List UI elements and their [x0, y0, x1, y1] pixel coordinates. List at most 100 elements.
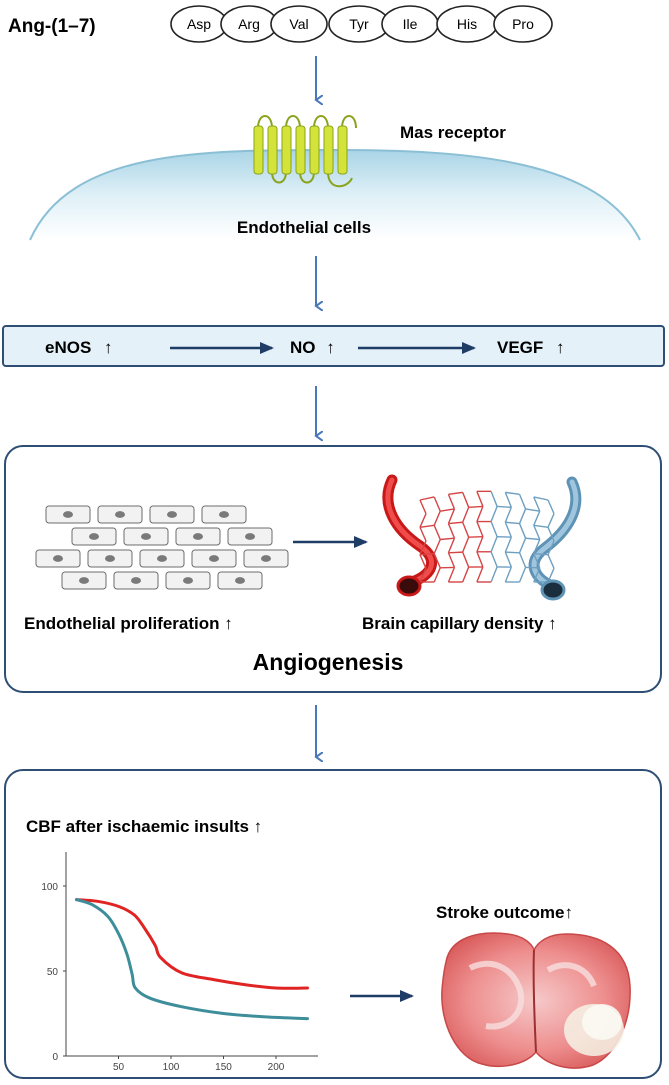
capillary-segment — [504, 551, 512, 568]
capillary-segment — [433, 553, 441, 569]
residue-tyr: Tyr — [349, 16, 369, 32]
brain-capillary-density-label: Brain capillary density ↑ — [362, 614, 557, 633]
endothelial-cell-icon — [61, 571, 107, 590]
enos-label: eNOS ↑ — [45, 338, 113, 357]
capillary-segment — [476, 521, 484, 537]
capillary-segment — [547, 527, 555, 542]
capillary-segment — [518, 494, 527, 510]
capillary-segment — [497, 535, 512, 538]
residue-arg: Arg — [238, 16, 260, 32]
endothelial-cell-icon — [227, 527, 273, 546]
x-tick-label: 200 — [268, 1062, 285, 1073]
vegf-up-mark: ↑ — [556, 338, 565, 357]
endothelial-cell-icon — [165, 571, 211, 590]
capillary-segment — [533, 496, 541, 512]
signaling-bar — [2, 325, 665, 367]
capillary-segment — [533, 525, 541, 540]
capillary-segment — [533, 567, 541, 583]
capillary-segment — [476, 536, 484, 553]
capillary-segment — [419, 527, 427, 542]
x-tick-label: 50 — [113, 1062, 125, 1073]
capillary-segment — [490, 506, 498, 522]
capillary-segment — [533, 539, 541, 554]
capillary-segment — [462, 551, 470, 568]
capillary-segment — [419, 568, 427, 583]
no-name: NO — [290, 338, 316, 357]
capillary-segment — [462, 507, 470, 523]
enos-name: eNOS — [45, 338, 91, 357]
capillary-segment — [433, 539, 441, 554]
capillary-segment — [462, 492, 470, 508]
capillary-segment — [547, 499, 555, 514]
capillary-segment — [504, 521, 512, 538]
capillary-segment — [490, 551, 498, 568]
capillary-segment — [518, 552, 527, 568]
capillary-segment — [419, 496, 435, 501]
endothelial-cell-membrane — [30, 150, 640, 240]
capillary-segment — [440, 508, 455, 512]
endothelial-cell-icon — [175, 527, 221, 546]
capillary-segment — [476, 566, 484, 583]
capillary-segment — [504, 492, 512, 508]
capillary-segment — [490, 491, 498, 507]
no-up-mark: ↑ — [326, 338, 335, 357]
vegf-name: VEGF — [497, 338, 543, 357]
capillary-segment — [433, 567, 441, 583]
capillary-segment — [505, 521, 520, 525]
capillary-segment — [533, 553, 541, 569]
endothelial-cell-icon — [113, 571, 159, 590]
capillary-segment — [419, 499, 427, 514]
endothelial-cell-icon — [139, 549, 185, 568]
no-label: NO ↑ — [290, 338, 335, 357]
capillary-segment — [518, 537, 527, 554]
capillary-segment — [447, 567, 456, 583]
y-tick-label: 0 — [52, 1052, 58, 1063]
capillary-segment — [497, 505, 512, 509]
cbf-series-line-1 — [75, 898, 309, 990]
vegf-label: VEGF ↑ — [497, 338, 565, 357]
capillary-segment — [547, 554, 555, 569]
cbf-label: CBF after ischaemic insults ↑ — [26, 817, 262, 836]
residue-ellipse — [493, 5, 553, 43]
residue-val: Val — [289, 16, 308, 32]
angiogenesis-title: Angiogenesis — [253, 649, 404, 675]
y-tick-label: 50 — [47, 967, 59, 978]
capillary-segment — [462, 536, 470, 553]
endothelial-cells-label: Endothelial cells — [237, 218, 371, 237]
capillary-segment — [490, 521, 498, 537]
capillary-segment — [419, 513, 427, 528]
capillary-segment — [476, 506, 484, 522]
capillary-segment — [433, 496, 441, 512]
capillary-segment — [448, 521, 463, 525]
capillary-segment — [462, 566, 470, 583]
capillary-segment — [547, 568, 555, 583]
peptide-label: Ang-(1–7) — [8, 16, 96, 37]
capillary-network-illustration — [382, 474, 582, 601]
endothelial-cell-icon — [201, 505, 247, 524]
cell-membrane-edge — [29, 148, 641, 241]
endothelial-cell-icon — [87, 549, 133, 568]
endothelial-cell-icon — [149, 505, 195, 524]
capillary-segment — [547, 540, 555, 555]
capillary-segment — [504, 566, 512, 583]
capillary-segment — [462, 521, 470, 538]
residue-his: His — [457, 16, 477, 32]
capillary-segment — [440, 537, 455, 541]
capillary-segment — [518, 508, 527, 524]
capillary-segment — [504, 507, 512, 523]
capillary-segment — [525, 537, 540, 541]
capillary-segment — [419, 552, 435, 556]
capillary-segment — [476, 551, 484, 568]
capillary-segment — [476, 491, 484, 507]
enos-up-mark: ↑ — [104, 338, 113, 357]
endothelial-cell-icon — [97, 505, 143, 524]
capillary-segment — [505, 491, 520, 496]
residue-asp: Asp — [187, 16, 211, 32]
capillary-segment — [419, 524, 435, 529]
capillary-segment — [533, 496, 549, 501]
endothelial-cell-icon — [35, 549, 81, 568]
endothelial-monolayer-illustration — [35, 505, 289, 590]
capillary-segment — [525, 508, 540, 512]
endothelial-proliferation-label: Endothelial proliferation ↑ — [24, 614, 233, 633]
cbf-series-line-2 — [75, 898, 309, 1021]
